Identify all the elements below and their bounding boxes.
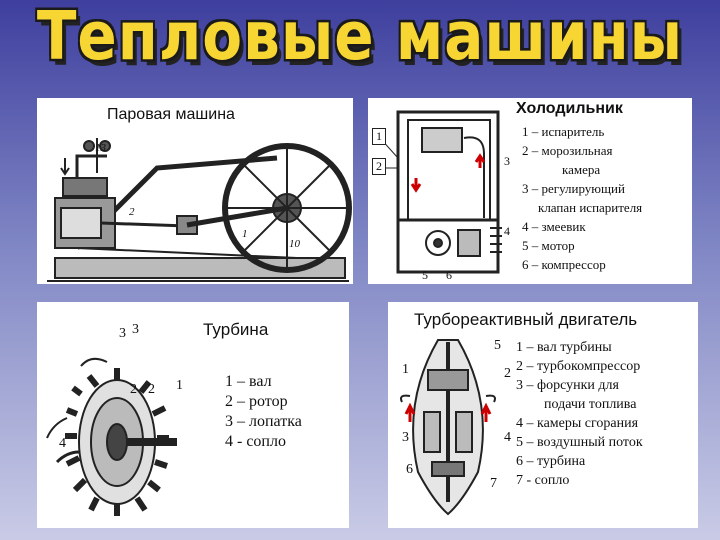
jet-legend-item: 6 – турбина xyxy=(516,454,586,469)
fridge-num-2: 2 xyxy=(372,158,386,175)
fridge-label: Холодильник xyxy=(516,100,623,117)
turbine-num-2b: 2 xyxy=(148,382,155,397)
fridge-num-5: 5 xyxy=(422,268,428,282)
fridge-num-3: 3 xyxy=(504,154,510,168)
turbine-num-3a: 3 xyxy=(119,326,126,341)
page-title: Тепловые машины xyxy=(36,0,684,76)
jet-num-3: 3 xyxy=(402,430,409,445)
fridge-legend-item: 1 – испаритель xyxy=(522,124,605,139)
turbine-num-2a: 2 xyxy=(130,382,137,397)
jet-engine-drawing xyxy=(400,339,496,516)
fridge-num-1: 1 xyxy=(372,128,386,145)
jet-num-7: 7 xyxy=(490,476,497,491)
fridge-legend-item: 2 – морозильная xyxy=(522,143,613,158)
turbine-legend-item: 3 – лопатка xyxy=(225,413,302,430)
fridge-panel: Холодильник 1 2 3 4 5 6 1 – испаритель 2… xyxy=(368,98,692,284)
jet-legend-item: 2 – турбокомпрессор xyxy=(516,359,641,374)
turbine-label: Турбина xyxy=(203,320,269,339)
turbine-legend: 1 – вал 2 – ротор 3 – лопатка 4 - сопло xyxy=(225,372,302,452)
fridge-legend-item: клапан испарителя xyxy=(538,200,643,215)
jet-num-1: 1 xyxy=(402,362,409,377)
fridge-legend-item: 6 – компрессор xyxy=(522,257,606,272)
fridge-drawing xyxy=(379,110,502,274)
turbine-drawing xyxy=(46,357,177,516)
fridge-legend-item: 3 – регулирующий xyxy=(522,181,625,196)
fridge-num-6: 6 xyxy=(446,268,452,282)
jet-legend-item: 4 – камеры сгорания xyxy=(516,416,639,431)
turbine-num-1: 1 xyxy=(176,378,183,393)
steam-engine-label: Паровая машина xyxy=(107,106,235,123)
jet-engine-label: Турбореактивный двигатель xyxy=(414,310,638,329)
jet-legend-item: 7 - сопло xyxy=(516,473,570,488)
steam-callout-1: 1 xyxy=(242,228,248,240)
turbine-legend-item: 1 – вал xyxy=(225,373,272,390)
steam-callout-2: 2 xyxy=(129,206,135,218)
turbine-legend-item: 2 – ротор xyxy=(225,393,288,410)
jet-legend-item: 3 – форсунки для xyxy=(516,378,619,393)
fridge-legend-item: 5 – мотор xyxy=(522,238,575,253)
fridge-num-4: 4 xyxy=(504,224,510,238)
steam-callout-13: 13 xyxy=(95,142,106,154)
jet-num-5: 5 xyxy=(494,338,501,353)
turbine-num-4: 4 xyxy=(59,436,66,451)
turbine-panel: Турбина 3 3 2 2 1 4 1 – вал 2 – ротор 3 … xyxy=(37,302,349,528)
turbine-legend-item: 4 - сопло xyxy=(225,433,286,450)
jet-num-6: 6 xyxy=(406,462,413,477)
jet-legend-item: 5 – воздушный поток xyxy=(516,435,643,450)
jet-num-2: 2 xyxy=(504,366,511,381)
fridge-legend: 1 – испаритель 2 – морозильная камера 3 … xyxy=(522,122,642,274)
jet-engine-panel: Турбореактивный двигатель 1 2 3 4 5 6 7 … xyxy=(388,302,698,528)
fridge-legend-item: камера xyxy=(562,162,601,177)
jet-legend-item: подачи топлива xyxy=(544,397,637,412)
steam-engine-drawing xyxy=(47,138,352,282)
jet-num-4: 4 xyxy=(504,430,511,445)
turbine-num-3b: 3 xyxy=(132,322,139,337)
jet-legend-item: 1 – вал турбины xyxy=(516,340,612,355)
fridge-legend-item: 4 – змеевик xyxy=(522,219,586,234)
jet-legend: 1 – вал турбины 2 – турбокомпрессор 3 – … xyxy=(516,338,643,490)
steam-engine-panel: Паровая машина xyxy=(37,98,353,284)
steam-callout-10: 10 xyxy=(289,238,300,250)
